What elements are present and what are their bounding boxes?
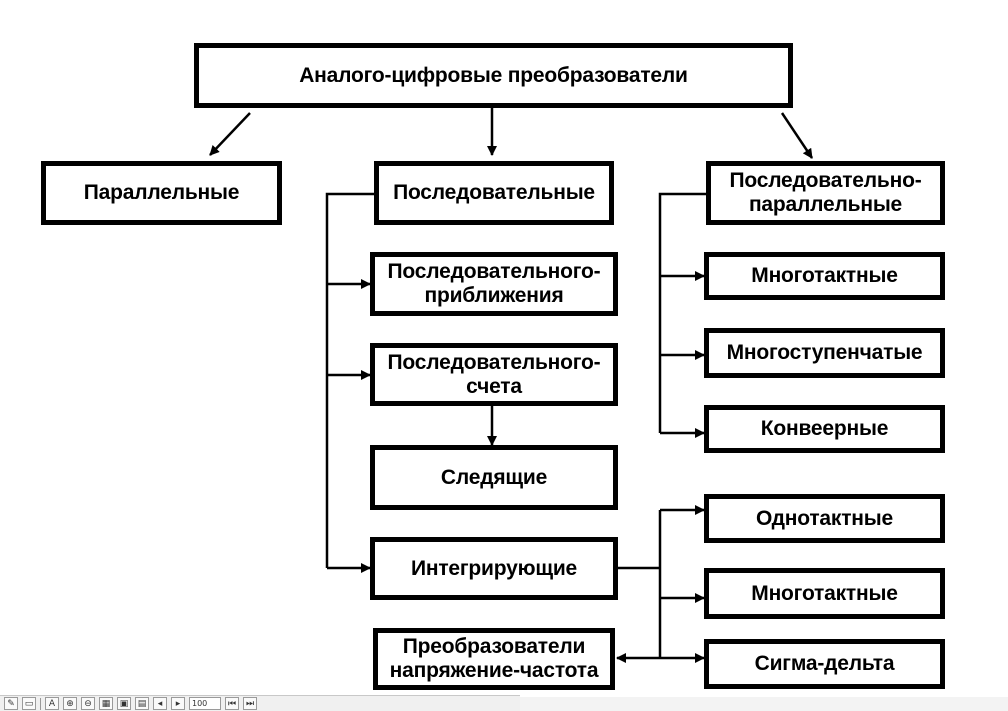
node-successive-approx: Последовательного- приближения	[370, 252, 618, 316]
node-parallel: Параллельные	[41, 161, 282, 225]
connector-series-parallel-bus	[658, 192, 706, 433]
next-icon[interactable]: ▸	[171, 697, 185, 710]
print-icon[interactable]: ▤	[135, 697, 149, 710]
node-pipeline: Конвеерные	[704, 405, 945, 453]
toolbar-divider	[40, 697, 41, 710]
zoom-out-icon[interactable]: ⊖	[81, 697, 95, 710]
tool-icon[interactable]: ✎	[4, 697, 18, 710]
viewer-toolbar: ✎ ▭ A ⊕ ⊖ ▦ ▣ ▤ ◂ ▸ 100 ⏮ ⏭	[0, 695, 520, 711]
node-tracking: Следящие	[370, 445, 618, 510]
text-icon[interactable]: A	[45, 697, 59, 710]
last-icon[interactable]: ⏭	[243, 697, 257, 710]
prev-icon[interactable]: ◂	[153, 697, 167, 710]
node-int-multi-cycle: Многотактные	[704, 568, 945, 619]
node-counting: Последовательного- счета	[370, 343, 618, 406]
connector-sequential-bus	[325, 192, 374, 568]
connector-root-parallel	[209, 112, 251, 156]
connector-root-series-parallel	[780, 112, 814, 159]
node-root: Аналого-цифровые преобразователи	[194, 43, 793, 108]
page-icon[interactable]: ▭	[22, 697, 36, 710]
save-icon[interactable]: ▣	[117, 697, 131, 710]
node-multi-stage: Многоступенчатые	[704, 328, 945, 378]
node-series-parallel: Последовательно- параллельные	[706, 161, 945, 225]
node-multi-cycle: Многотактные	[704, 252, 945, 300]
node-vfc: Преобразователи напряжение-частота	[373, 628, 615, 690]
node-single-cycle: Однотактные	[704, 494, 945, 543]
fit-icon[interactable]: ▦	[99, 697, 113, 710]
node-sequential: Последовательные	[374, 161, 614, 225]
zoom-input[interactable]: 100	[189, 697, 221, 710]
node-sigma-delta: Сигма-дельта	[704, 639, 945, 689]
zoom-in-icon[interactable]: ⊕	[63, 697, 77, 710]
first-icon[interactable]: ⏮	[225, 697, 239, 710]
node-integrating: Интегрирующие	[370, 537, 618, 600]
viewer-statusbar	[520, 697, 1008, 711]
